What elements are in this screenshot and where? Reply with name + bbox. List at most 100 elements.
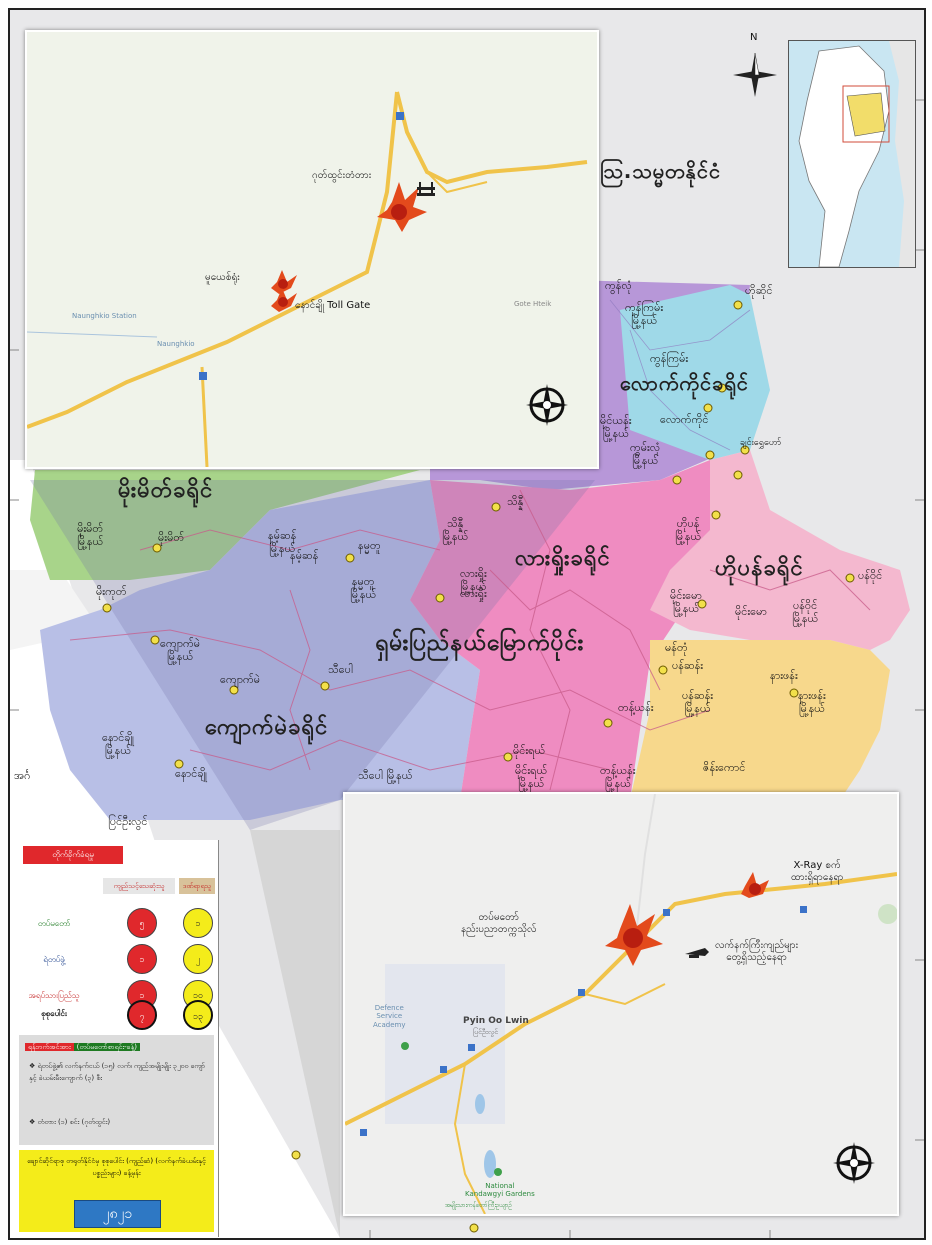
inset-map-pyinoolwin[interactable]: X-Ray စက် ထားရှိရာနေရာ တပ်မတော် နည်းပညာတ… <box>343 792 899 1216</box>
town-label: မိုင်းမော မြို့နယ် <box>670 589 702 615</box>
town-label: ဟိုပန် မြို့နယ် <box>675 517 702 543</box>
dead-count: ၁ <box>127 944 157 974</box>
region-label-kyaukme: ကျောက်မဲခရိုင် <box>205 715 329 740</box>
label-planes: လက်နက်ကြီးကျည်များ တွေ့ရှိသည့်နေရာ <box>715 940 799 963</box>
note-item: ❖ တံတား (၁) စင်း (ဂုတ်ထွင်း) <box>29 1118 111 1126</box>
town-label: အင်္ဂ <box>14 769 31 782</box>
label-township: Naunghkio <box>157 340 195 348</box>
legend-panel: တိုက်ခိုက်ခံရမှု ကျည်သင့်သေဆုံးသူ ဒဏ်ရာရ… <box>15 840 219 1237</box>
dead-count: ၅ <box>127 908 157 938</box>
town-label: နမ္မတူ <box>358 539 381 552</box>
town-markers <box>102 300 855 1233</box>
injured-count: ၂ <box>183 944 213 974</box>
legend-col-dead: ကျည်သင့်သေဆုံးသူ <box>103 878 175 894</box>
town-label: ကွမ်းလုံ မြို့နယ် <box>630 441 661 467</box>
region-label-mongmit: မိုးမိတ်ခရိုင် <box>118 478 214 503</box>
region-label-laukkaing: လောက်ကိုင်ခရိုင် <box>620 371 749 395</box>
injured-count: ၁ <box>183 908 213 938</box>
town-label: လားရှိုး <box>460 587 487 600</box>
town-label: တန့်ယန်း မြို့နယ် <box>600 764 636 790</box>
legend-row-name: စုစုပေါင်း <box>41 1009 67 1018</box>
town-label: ပြင်ဦးလွင် <box>108 815 148 828</box>
legend-row-name: ရဲတပ်ဖွဲ့ <box>43 955 65 964</box>
town-label: ပန်ဝိုင် မြို့နယ် <box>792 599 819 625</box>
label-xray: X-Ray စက် ထားရှိရာနေရာ <box>791 860 844 883</box>
label-gardens: National Kandawgyi Gardens <box>465 1182 535 1199</box>
town-label: နားဖန်း မြို့နယ် <box>798 689 826 715</box>
legend-col-injured: ဒဏ်ရာရသူ <box>179 878 215 894</box>
map-frame: သြ.သမ္မတနိုင်ငံ လောက်ကိုင်ခရိုင် မိုးမိတ… <box>8 8 926 1240</box>
town-label: မိုင်းရယ် မြို့နယ် <box>515 764 548 790</box>
explosion-icon <box>377 182 427 232</box>
town-label: မန်တုံ <box>665 641 688 654</box>
north-label: N <box>750 32 758 43</box>
injured-count: ၁၃ <box>183 1000 213 1030</box>
town-label: လောက်ကိုင် <box>660 413 709 426</box>
town-label: နောင်ချို မြို့နယ် <box>102 731 134 757</box>
town-label: နမ့်ဆန် <box>290 549 319 562</box>
town-label: ပန်ဝိုင် <box>858 569 883 582</box>
label-gardens-mm: အမျိုးသားကန်တော်ကြီးဥယျာဉ် <box>445 1202 512 1209</box>
town-label: မိုင်းမော <box>735 605 767 618</box>
label-pyinoolwin: Pyin Oo Lwin <box>463 1016 529 1026</box>
town-label: သိန္နီ <box>507 495 524 508</box>
yellow-box-text: ချောင်ဆိုင်ရာစု တရုတ်နိုင်ငံမှ စုစုပေါင်… <box>27 1157 206 1177</box>
legend-row-name: အရပ်သားပြည်သူ <box>28 991 80 1000</box>
town-label: ကျောက်မဲ <box>220 673 261 686</box>
region-mongmit <box>30 470 420 580</box>
label-gokteik-en: Gote Hteik <box>514 300 552 308</box>
legend-yellow-box: ချောင်ဆိုင်ရာစု တရုတ်နိုင်ငံမှ စုစုပေါင်… <box>19 1150 214 1232</box>
town-label: ကွန်လုံ <box>605 279 632 292</box>
legend-row-name: တပ်မတော် <box>37 919 71 928</box>
legend-notes: ရန်ဘက်အင်အား(တပ်မတော်စာရင်း-ခန့်) ❖ ရဲတပ… <box>19 1035 214 1145</box>
notes-header-green: (တပ်မတော်စာရင်း-ခန့်) <box>73 1043 140 1051</box>
town-label: ဟိုဆိုင် <box>745 284 773 297</box>
note-item: ❖ ရဲတပ်ဖွဲ့၏ လက်နက်ငယ် (၁၅) လက်၊ ကျည်အမျ… <box>29 1062 206 1082</box>
label-dsa: Defence Service Academy <box>373 1004 406 1029</box>
town-label: ချင်းရွှေဟော် <box>740 438 782 448</box>
town-label: ပန်ဆန်း <box>672 659 704 672</box>
north-arrow-icon <box>733 52 777 97</box>
town-label: မိုးမိတ် မြို့နယ် <box>77 522 104 548</box>
label-pyinoolwin-mm: ပြင်ဦးလွင် <box>473 1028 499 1036</box>
region-lashio <box>410 460 750 800</box>
town-label: သီပေါ <box>328 663 353 676</box>
notes-header-red: ရန်ဘက်အင်အား <box>25 1043 74 1051</box>
town-label: မိုင်းရယ် <box>513 744 546 757</box>
town-label: ကွန်ကြမ်း <box>650 352 689 365</box>
label-pump: မူယေစ်ရုံး <box>205 272 240 283</box>
town-label: နားဖန်း <box>770 669 798 682</box>
town-label: မိုးကုတ် <box>96 585 127 598</box>
town-label: ကျောက်မဲ မြို့နယ် <box>160 637 201 663</box>
inset-map-gokteik[interactable]: ဂုတ်ထွင်းတံတား မူယေစ်ရုံး နောင်ချို Toll… <box>25 30 599 469</box>
bridge-icon <box>417 182 435 196</box>
label-toll-gate: နောင်ချို Toll Gate <box>295 300 371 311</box>
explosion-icon <box>271 270 297 312</box>
town-label: သီပေါ မြို့နယ် <box>358 769 413 782</box>
legend-row: တပ်မတော် ၅ ၁ <box>15 908 218 944</box>
compass-rose-icon <box>833 1142 875 1184</box>
region-laukkaing <box>620 285 770 460</box>
legend-row-total: စုစုပေါင်း ၇ ၁၃ <box>15 1000 218 1034</box>
explosion-icon <box>605 904 663 966</box>
explosion-icon <box>741 872 769 898</box>
label-station: Naunghkio Station <box>72 312 137 320</box>
town-label: ပန်ဆန်း မြို့နယ် <box>682 689 714 715</box>
label-gokteik-bridge: ဂုတ်ထွင်းတံတား <box>312 170 372 181</box>
region-hopang-south <box>630 640 890 800</box>
notes-header: ရန်ဘက်အင်အား(တပ်မတော်စာရင်း-ခန့်) <box>25 1039 140 1055</box>
town-label: တန့်ယန်း <box>618 701 654 714</box>
label-academy: တပ်မတော် နည်းပညာတက္ကသိုလ် <box>461 912 537 935</box>
town-label: မိုးမိတ် <box>158 531 185 544</box>
region-label-lashio: လားရှိုးခရိုင် <box>515 546 611 571</box>
town-label: နမ့်ဆန် မြို့နယ် <box>268 529 297 555</box>
legend-title: တိုက်ခိုက်ခံရမှု <box>23 846 123 864</box>
legend-row: ရဲတပ်ဖွဲ့ ၁ ၂ <box>15 944 218 980</box>
town-label: လားရှိုး မြို့နယ် <box>460 567 487 593</box>
town-label: ဇိန်းကောင် <box>703 761 746 774</box>
region-label-hopang: ဟိုပန်ခရိုင် <box>715 556 804 581</box>
town-label: သိန္နီ မြို့နယ် <box>442 517 469 543</box>
region-label-north-shan: ရှမ်းပြည်နယ်မြောက်ပိုင်း <box>375 630 585 656</box>
town-label: နမ္မတူ မြို့နယ် <box>350 575 377 601</box>
region-label-mandalay: သြ.သမ္မတနိုင်ငံ <box>600 159 722 183</box>
